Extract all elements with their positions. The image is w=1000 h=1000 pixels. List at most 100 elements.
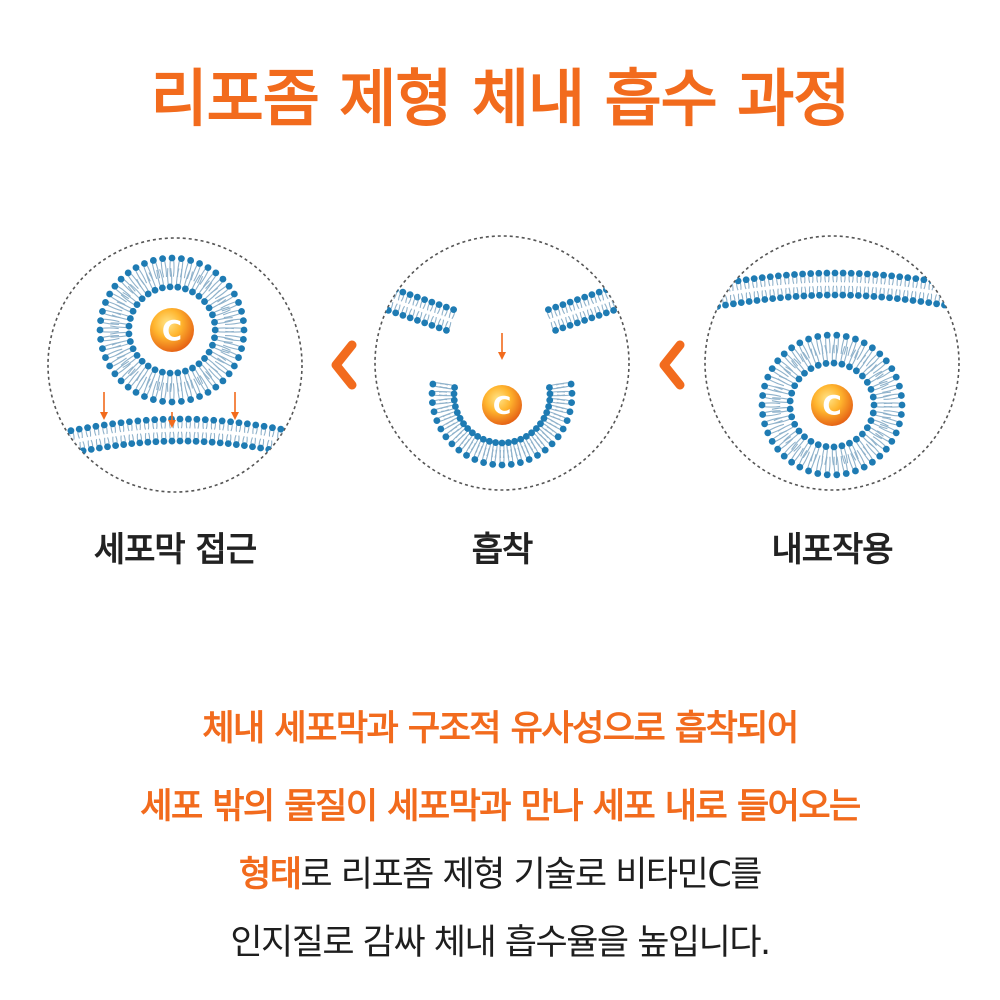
lipid-head	[269, 424, 276, 432]
lipid-head	[151, 366, 159, 374]
lipid-head	[106, 290, 114, 298]
description-line-2: 세포 밖의 물질이 세포막과 만나 세포 내로 들어오는	[0, 790, 1000, 825]
lipid-head	[839, 269, 847, 277]
description-line-1: 체내 세포막과 구조적 유사성으로 흡착되어	[0, 712, 1000, 747]
lipid-tail	[707, 285, 710, 295]
arrow-down-icon	[231, 412, 239, 420]
arrow-down-icon	[498, 352, 506, 360]
lipid-head	[796, 339, 804, 347]
lipid-head	[205, 304, 213, 312]
lipid-head	[124, 383, 132, 391]
lipid-tail	[314, 436, 316, 445]
description-highlight: 세포 밖의 물질이 세포막과 만나 세포 내로 들어오는	[140, 787, 861, 827]
lipid-head	[158, 284, 166, 292]
lipid-head	[886, 294, 893, 302]
lipid-head	[151, 416, 159, 424]
lipid-head	[138, 295, 146, 303]
lipid-head	[189, 288, 196, 296]
lipid-head	[846, 363, 853, 371]
lipid-head	[437, 425, 445, 433]
lipid-tail	[48, 448, 50, 458]
lipid-tail	[720, 283, 723, 293]
lipid-head	[129, 345, 137, 353]
lipid-head	[456, 414, 464, 422]
lipid-head	[761, 296, 769, 303]
lipid-tail	[291, 444, 295, 454]
lipid-head	[453, 409, 461, 416]
lipid-head	[230, 362, 238, 370]
lipid-head	[573, 319, 581, 327]
lipid-head	[219, 275, 227, 283]
lipid-head	[540, 414, 548, 422]
lipid-head	[783, 271, 790, 279]
lipid-tail	[952, 284, 955, 294]
lipid-tail	[45, 436, 47, 445]
description-highlight: 형태	[239, 855, 302, 895]
lipid-head	[443, 326, 450, 334]
lipid-head	[791, 420, 799, 428]
lipid-head	[882, 357, 890, 365]
lipid-head	[132, 264, 140, 272]
lipid-head	[968, 284, 975, 291]
lipid-head	[814, 333, 822, 340]
lipid-tail	[65, 444, 69, 454]
lipid-head	[92, 422, 100, 430]
lipid-tail	[936, 281, 939, 292]
lipid-tail	[715, 284, 718, 294]
lipid-tail	[953, 297, 956, 307]
lipid-head	[892, 429, 900, 437]
lipid-head	[559, 301, 567, 309]
lipid-tail	[301, 433, 302, 443]
lipid-head	[892, 373, 900, 381]
lipid-head	[774, 357, 782, 365]
lipid-head	[448, 440, 456, 448]
lipid-tail	[945, 296, 948, 306]
lipid-head	[442, 303, 450, 311]
lipid-head	[451, 403, 459, 410]
lipid-head	[209, 341, 216, 349]
lipid-head	[176, 437, 184, 445]
lipid-head	[814, 470, 822, 477]
lipid-head	[50, 430, 58, 438]
lipid-head	[788, 344, 796, 352]
lipid-head	[842, 470, 850, 477]
lipid-head	[211, 326, 219, 334]
lipid-head	[868, 458, 876, 466]
lipid-head	[201, 298, 208, 305]
lipid-head	[240, 326, 248, 334]
lipid-head	[847, 269, 855, 277]
lipid-head	[852, 467, 859, 475]
lipid-head	[160, 437, 168, 445]
lipid-head	[99, 345, 106, 353]
lipid-head	[534, 451, 541, 459]
lipid-head	[55, 452, 63, 459]
lipid-head	[833, 471, 841, 479]
lipid-head	[846, 439, 853, 447]
lipid-head	[766, 273, 774, 281]
lipid-head	[862, 292, 870, 300]
lipid-head	[479, 435, 487, 443]
lipid-head	[888, 365, 896, 373]
lipid-head	[897, 392, 905, 399]
lipid-head	[293, 428, 301, 436]
lipid-head	[876, 350, 884, 358]
lipid-head	[285, 427, 293, 435]
lipid-head	[774, 272, 782, 280]
lipid-head	[151, 286, 159, 294]
lipid-head	[830, 359, 838, 367]
lipid-tail	[706, 298, 709, 309]
lipid-head	[815, 269, 823, 277]
lipid-head	[912, 275, 920, 283]
lipid-head	[546, 390, 554, 398]
lipid-head	[102, 299, 109, 306]
lipid-head	[48, 453, 54, 461]
lipid-head	[567, 380, 575, 388]
lipid-head	[211, 318, 218, 326]
lipid-head	[95, 444, 103, 452]
lipid-tail	[283, 442, 286, 453]
lipid-head	[99, 307, 106, 315]
lipid-head	[243, 420, 251, 428]
lipid-head	[869, 409, 877, 417]
lipid-head	[920, 276, 928, 284]
lipid-tail	[296, 432, 300, 442]
